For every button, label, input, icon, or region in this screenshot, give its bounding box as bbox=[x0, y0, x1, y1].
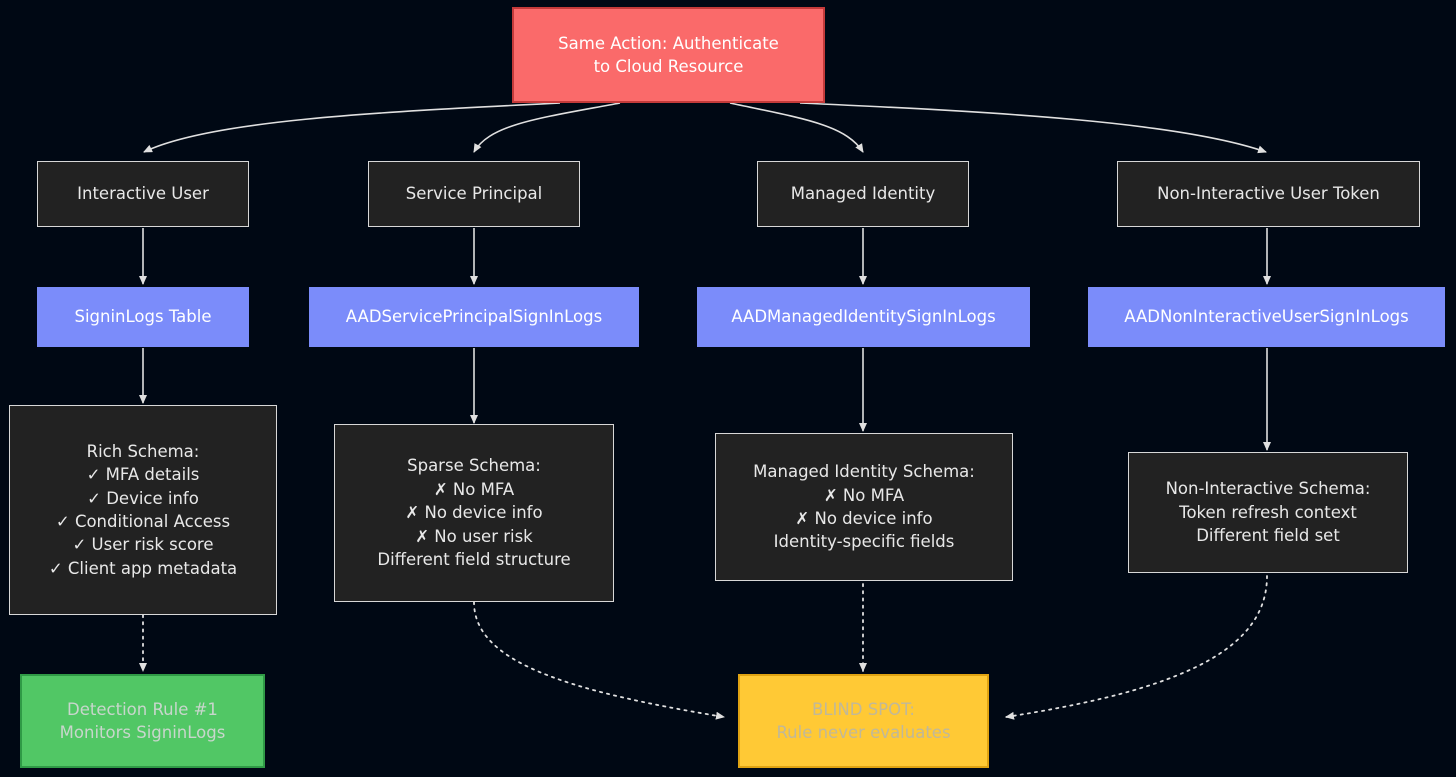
edge-root-to-managed-identity bbox=[729, 102, 864, 153]
node-blind-spot[interactable]: BLIND SPOT: Rule never evaluates bbox=[738, 674, 989, 768]
edge-root-to-interactive-user bbox=[143, 102, 561, 153]
node-line: ✗ No MFA bbox=[433, 479, 515, 499]
node-signinlogs-table[interactable]: SigninLogs Table bbox=[37, 287, 249, 347]
node-sparse-schema[interactable]: Sparse Schema: ✗ No MFA ✗ No device info… bbox=[334, 424, 614, 602]
node-non-interactive-schema[interactable]: Non-Interactive Schema: Token refresh co… bbox=[1128, 452, 1408, 573]
node-same-action-authenticate[interactable]: Same Action: Authenticate to Cloud Resou… bbox=[512, 7, 825, 103]
node-line: AADServicePrincipalSignInLogs bbox=[345, 307, 603, 327]
node-line: SigninLogs Table bbox=[74, 307, 212, 327]
node-line: Same Action: Authenticate bbox=[558, 33, 779, 53]
node-line: BLIND SPOT: bbox=[812, 699, 915, 719]
node-line: ✗ No MFA bbox=[823, 485, 905, 505]
node-line: ✓ Device info bbox=[87, 488, 199, 508]
node-aadserviceprincipalsigninlogs-table[interactable]: AADServicePrincipalSignInLogs bbox=[309, 287, 639, 347]
node-line: Different field structure bbox=[377, 550, 571, 570]
node-managed-identity[interactable]: Managed Identity bbox=[757, 161, 969, 227]
edge-root-to-non-interactive-user-token bbox=[799, 102, 1267, 154]
node-line: Rule never evaluates bbox=[776, 723, 951, 742]
node-line: ✓ MFA details bbox=[86, 465, 200, 485]
edge-ni-schema-to-blind-spot bbox=[1005, 575, 1268, 720]
node-line: to Cloud Resource bbox=[593, 57, 744, 76]
node-rich-schema[interactable]: Rich Schema: ✓ MFA details ✓ Device info… bbox=[9, 405, 277, 615]
node-aadmanagedidentitysigninlogs-table[interactable]: AADManagedIdentitySignInLogs bbox=[697, 287, 1030, 347]
node-line: ✓ Client app metadata bbox=[48, 558, 238, 578]
node-service-principal[interactable]: Service Principal bbox=[368, 161, 580, 227]
node-line: Detection Rule #1 bbox=[67, 699, 218, 719]
node-detection-rule[interactable]: Detection Rule #1 Monitors SigninLogs bbox=[20, 674, 265, 768]
node-line: ✓ Conditional Access bbox=[55, 512, 231, 531]
node-line: ✗ No device info bbox=[405, 503, 543, 523]
edge-root-to-service-principal bbox=[473, 102, 621, 153]
node-aadnoninteractiveusersigninlogs-table[interactable]: AADNonInteractiveUserSignInLogs bbox=[1088, 287, 1445, 347]
node-line: Token refresh context bbox=[1179, 502, 1357, 522]
node-line: Interactive User bbox=[77, 184, 209, 204]
node-line: AADNonInteractiveUserSignInLogs bbox=[1124, 307, 1409, 327]
node-line: Managed Identity Schema: bbox=[753, 462, 975, 482]
node-line: Different field set bbox=[1196, 526, 1340, 546]
node-line: AADManagedIdentitySignInLogs bbox=[731, 307, 996, 327]
node-interactive-user[interactable]: Interactive User bbox=[37, 161, 249, 227]
node-non-interactive-user-token[interactable]: Non-Interactive User Token bbox=[1117, 161, 1420, 227]
node-line: Rich Schema: bbox=[86, 441, 200, 461]
node-line: Non-Interactive Schema: bbox=[1165, 479, 1371, 499]
node-line: ✓ User risk score bbox=[72, 535, 214, 555]
node-line: Non-Interactive User Token bbox=[1157, 184, 1380, 204]
node-line: Identity-specific fields bbox=[773, 532, 955, 552]
node-line: Service Principal bbox=[405, 184, 543, 204]
node-line: Managed Identity bbox=[790, 184, 936, 204]
node-line: ✗ No user risk bbox=[415, 526, 533, 546]
node-line: ✗ No device info bbox=[795, 509, 933, 528]
node-managed-identity-schema[interactable]: Managed Identity Schema: ✗ No MFA ✗ No d… bbox=[715, 433, 1013, 581]
node-line: Monitors SigninLogs bbox=[59, 723, 226, 742]
edge-sparse-schema-to-blind-spot bbox=[473, 601, 725, 720]
node-line: Sparse Schema: bbox=[407, 456, 541, 476]
